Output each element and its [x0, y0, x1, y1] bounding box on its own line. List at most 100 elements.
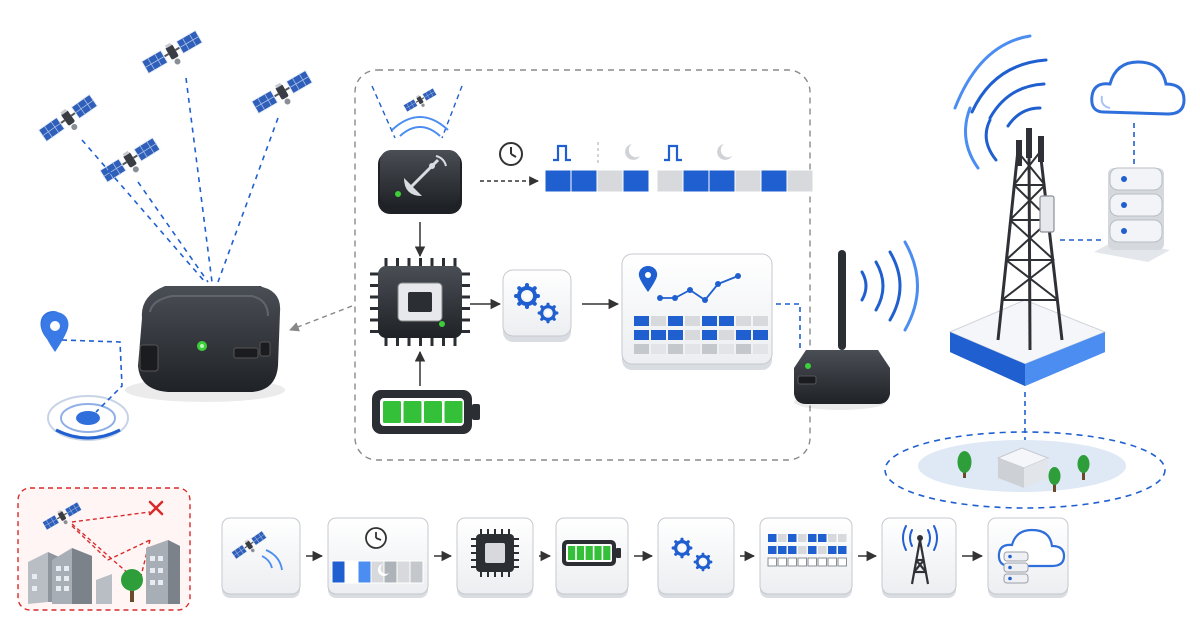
duty-cycle-blocks: [544, 169, 814, 193]
battery-cell: [603, 546, 611, 560]
cell-tower-icon: [948, 128, 1107, 386]
data-cell: [767, 557, 777, 567]
data-cell: [719, 330, 734, 340]
database-server-icon: [1094, 167, 1170, 262]
data-cell: [828, 534, 837, 542]
clock-icon: [499, 142, 523, 166]
tower-step: [881, 517, 957, 595]
tracker-internals-panel: [354, 69, 811, 461]
data-cell: [685, 344, 700, 354]
location-pin-icon: [40, 310, 69, 352]
pipeline-steps: [221, 517, 1069, 598]
data-cell: [634, 316, 649, 326]
battery-cell: [444, 401, 463, 423]
satellite-icon: [249, 67, 317, 121]
chart-to-modem-link: [776, 303, 801, 352]
battery-icon: [372, 390, 480, 434]
data-cell: [778, 534, 787, 542]
duty-cycle-block: [786, 169, 814, 193]
duty-cycle-block: [734, 169, 762, 193]
data-cell: [668, 330, 683, 340]
data-cell: [719, 316, 734, 326]
data-cell: [651, 316, 666, 326]
battery-cell: [383, 401, 401, 423]
duty-cycle-block: [682, 169, 710, 193]
duty-cycle-block: [656, 169, 684, 193]
satellite-icon: [36, 91, 103, 149]
coverage-area: [884, 431, 1166, 509]
battery-cell: [568, 546, 576, 560]
data-buffer-icon: [767, 534, 847, 567]
moon-icon: [717, 144, 732, 160]
data-cell: [651, 344, 666, 354]
data-cell: [736, 330, 751, 340]
x-mark-icon: [148, 500, 164, 516]
data-cell: [753, 344, 768, 354]
duty-cycle-block: [708, 169, 736, 193]
data-cell: [797, 557, 807, 567]
data-cell: [685, 316, 700, 326]
satellite-icon: [97, 134, 165, 190]
data-cell: [808, 534, 817, 542]
duty-cycle-block: [622, 169, 650, 193]
panel-to-tracker-arrow: [289, 305, 353, 332]
duty-cycle-block: [760, 169, 788, 193]
data-cell: [787, 557, 797, 567]
data-cell: [651, 330, 666, 340]
cell-tower-icon: [902, 525, 938, 585]
data-cell: [838, 534, 847, 542]
duty-cycle-block: [357, 560, 372, 584]
tree-icon: [1048, 467, 1061, 492]
satellite-constellation: [36, 27, 317, 190]
data-cell: [777, 557, 787, 567]
duty-cycle-block: [344, 560, 359, 584]
tree-icon: [121, 569, 143, 602]
data-cell: [798, 534, 807, 542]
data-cell: [788, 546, 797, 554]
gnss-beam-lines: [371, 85, 463, 139]
battery-icon: [562, 540, 621, 566]
moon-icon: [625, 144, 640, 160]
data-cell: [778, 546, 787, 554]
data-cell: [719, 344, 734, 354]
data-cell: [668, 344, 683, 354]
microcontroller-chip-icon: [370, 258, 470, 346]
data-cell: [685, 330, 700, 340]
tree-icon: [1077, 455, 1090, 480]
data-cell: [828, 546, 837, 554]
data-cell: [818, 534, 827, 542]
duty-cycle-blocks: [331, 560, 424, 584]
tower-signal-waves: [953, 34, 1048, 170]
data-cell: [753, 330, 768, 340]
data-cell: [702, 330, 717, 340]
data-cell: [736, 316, 751, 326]
satellite-icon: [139, 27, 207, 81]
data-cell: [807, 557, 817, 567]
pulse-icon: [664, 144, 682, 162]
duty-cycle-block: [331, 560, 346, 584]
data-cell: [798, 546, 807, 554]
database-server-icon: [1003, 551, 1029, 584]
urban-canyon-multipath-icon: [17, 487, 191, 611]
track-chart-icon: [621, 253, 773, 370]
duty-cycle-block: [544, 169, 572, 193]
location-accuracy-rings: [47, 395, 129, 441]
data-cell: [818, 546, 827, 554]
data-cell: [817, 557, 827, 567]
duty-cycle-block: [396, 560, 411, 584]
data-cell: [702, 316, 717, 326]
moon-icon: [377, 564, 389, 576]
data-cell: [838, 546, 847, 554]
data-cell: [702, 344, 717, 354]
data-cell: [668, 316, 683, 326]
data-cell: [634, 344, 649, 354]
pin-to-device-link: [61, 339, 123, 413]
data-cell: [827, 557, 837, 567]
data-cell: [788, 534, 797, 542]
duty-cycle-block: [383, 560, 398, 584]
data-cell: [808, 546, 817, 554]
lte-modem-icon: [794, 250, 890, 410]
tree-icon: [957, 451, 972, 478]
